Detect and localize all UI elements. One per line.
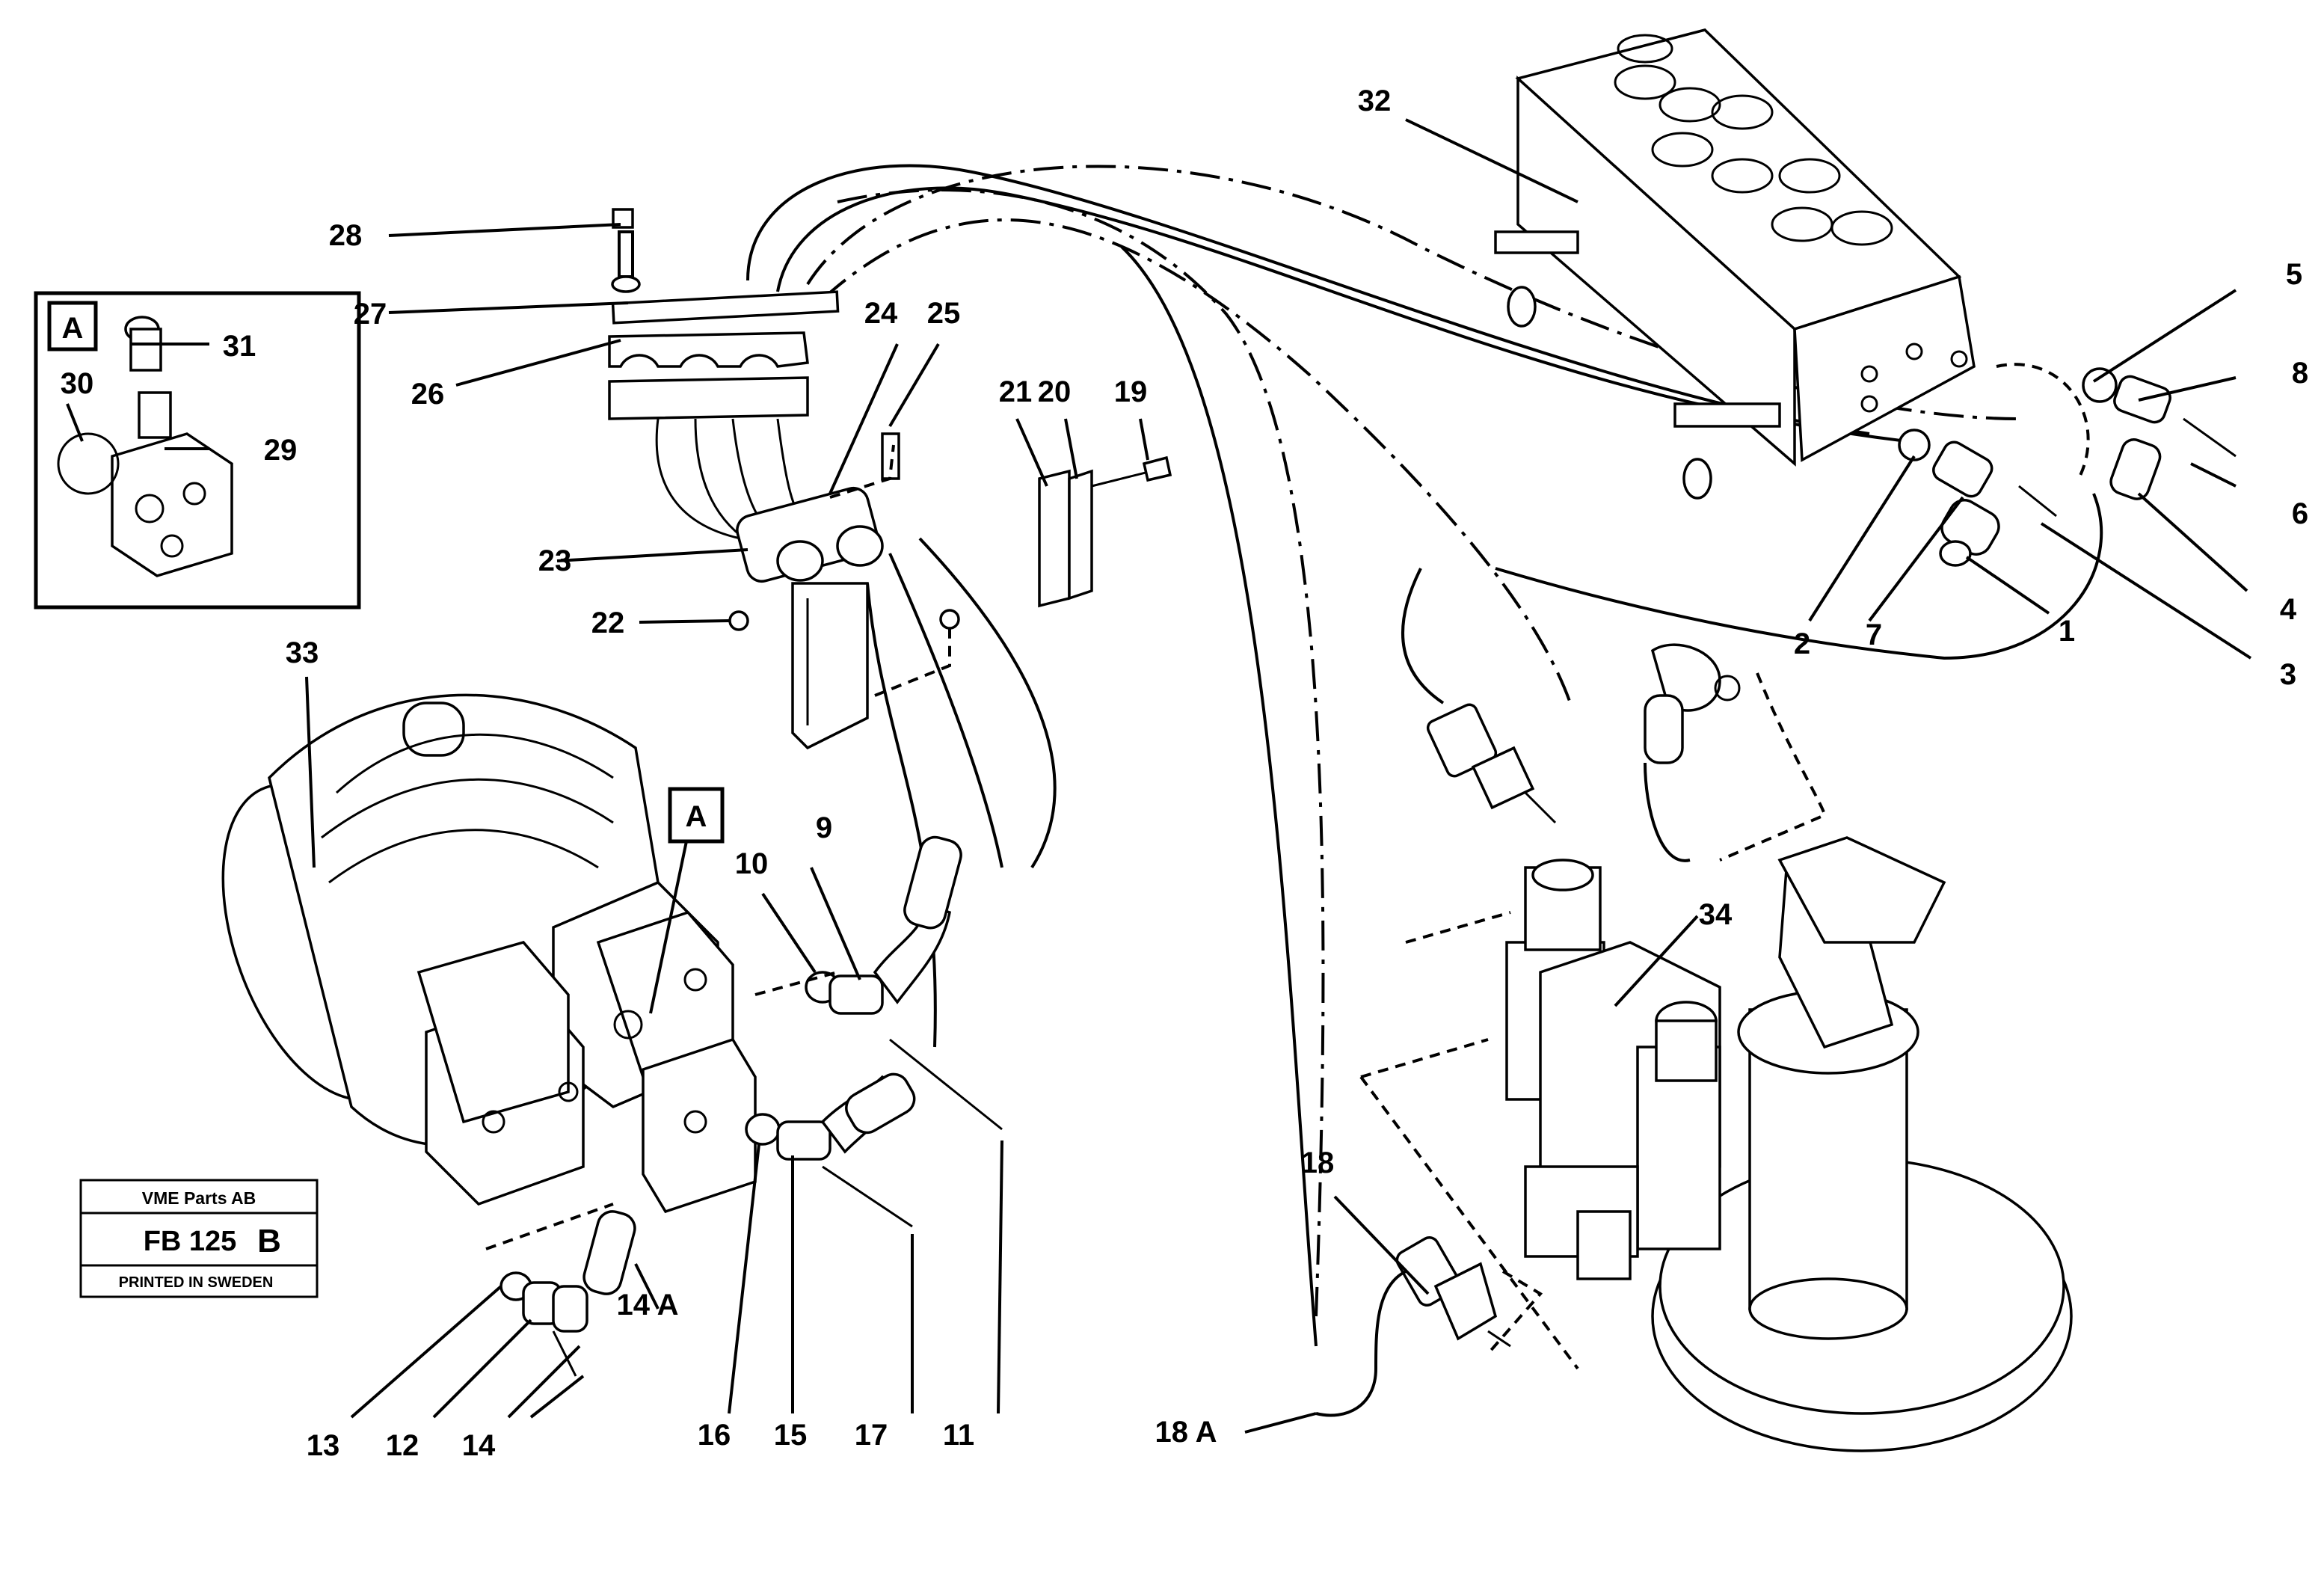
- callout-29: 29: [264, 434, 298, 467]
- callout-4: 4: [2280, 593, 2297, 626]
- stamp-code: FB 125: [144, 1226, 237, 1257]
- callout-1: 1: [2059, 615, 2075, 648]
- callout-6: 6: [2292, 497, 2308, 530]
- sensor-18: [1315, 1236, 1511, 1417]
- leader-lines: [66, 118, 2252, 1434]
- stamp-company: VME Parts AB: [142, 1188, 256, 1208]
- callout-7: 7: [1866, 618, 1882, 651]
- callout-12: 12: [386, 1429, 419, 1462]
- callout-30: 30: [61, 367, 94, 400]
- detail-box-letter: A: [62, 312, 84, 345]
- stamp-footer: PRINTED IN SWEDEN: [119, 1274, 274, 1291]
- callout-33: 33: [286, 636, 319, 669]
- callout-28: 28: [329, 219, 363, 252]
- callout-34: 34: [1699, 898, 1733, 931]
- callout-8: 8: [2292, 357, 2308, 390]
- callout-14: 14: [462, 1429, 496, 1462]
- callout-22: 22: [591, 607, 625, 639]
- callout-20: 20: [1038, 375, 1072, 408]
- location-tag-a: A: [649, 787, 725, 1014]
- callout-11: 11: [943, 1419, 974, 1452]
- callout-26: 26: [411, 378, 445, 411]
- pump-motor: [221, 693, 757, 1214]
- callout-5: 5: [2286, 258, 2302, 291]
- callout-14a: 14 A: [616, 1289, 678, 1321]
- callout-24: 24: [864, 297, 898, 330]
- callout-3: 3: [2280, 658, 2296, 691]
- callout-9: 9: [816, 811, 832, 844]
- callout-18a: 18 A: [1155, 1416, 1217, 1449]
- drawing-stamp: VME Parts AB FB 125 B PRINTED IN SWEDEN: [79, 1179, 319, 1298]
- callout-31: 31: [223, 330, 256, 363]
- location-tag-letter: A: [686, 800, 707, 833]
- callout-13: 13: [307, 1429, 340, 1462]
- fitting-group-left: [485, 835, 1003, 1377]
- callout-18: 18: [1301, 1146, 1335, 1179]
- valve-block: [1494, 28, 1976, 500]
- callout-10: 10: [735, 847, 769, 880]
- callout-25: 25: [927, 297, 961, 330]
- hose-clamp-assembly: [608, 208, 1172, 750]
- sensor-upper: [1426, 643, 1741, 824]
- fitting-group-right: [1898, 367, 2237, 567]
- callout-labels: 32 28 27 26 24 25 21 20 19 23 22 33 31 3…: [61, 85, 2308, 1462]
- callout-23: 23: [538, 544, 572, 577]
- callout-17: 17: [855, 1419, 888, 1452]
- swivel-assembly: [1359, 836, 2073, 1452]
- stamp-code-suffix: B: [257, 1223, 281, 1259]
- callout-32: 32: [1358, 85, 1392, 117]
- callout-2: 2: [1794, 627, 1810, 660]
- callout-16: 16: [698, 1419, 731, 1452]
- detail-box-a: A: [34, 291, 361, 610]
- callout-27: 27: [354, 298, 387, 331]
- callout-19: 19: [1114, 375, 1148, 408]
- callout-15: 15: [774, 1419, 808, 1452]
- callout-21: 21: [999, 375, 1033, 408]
